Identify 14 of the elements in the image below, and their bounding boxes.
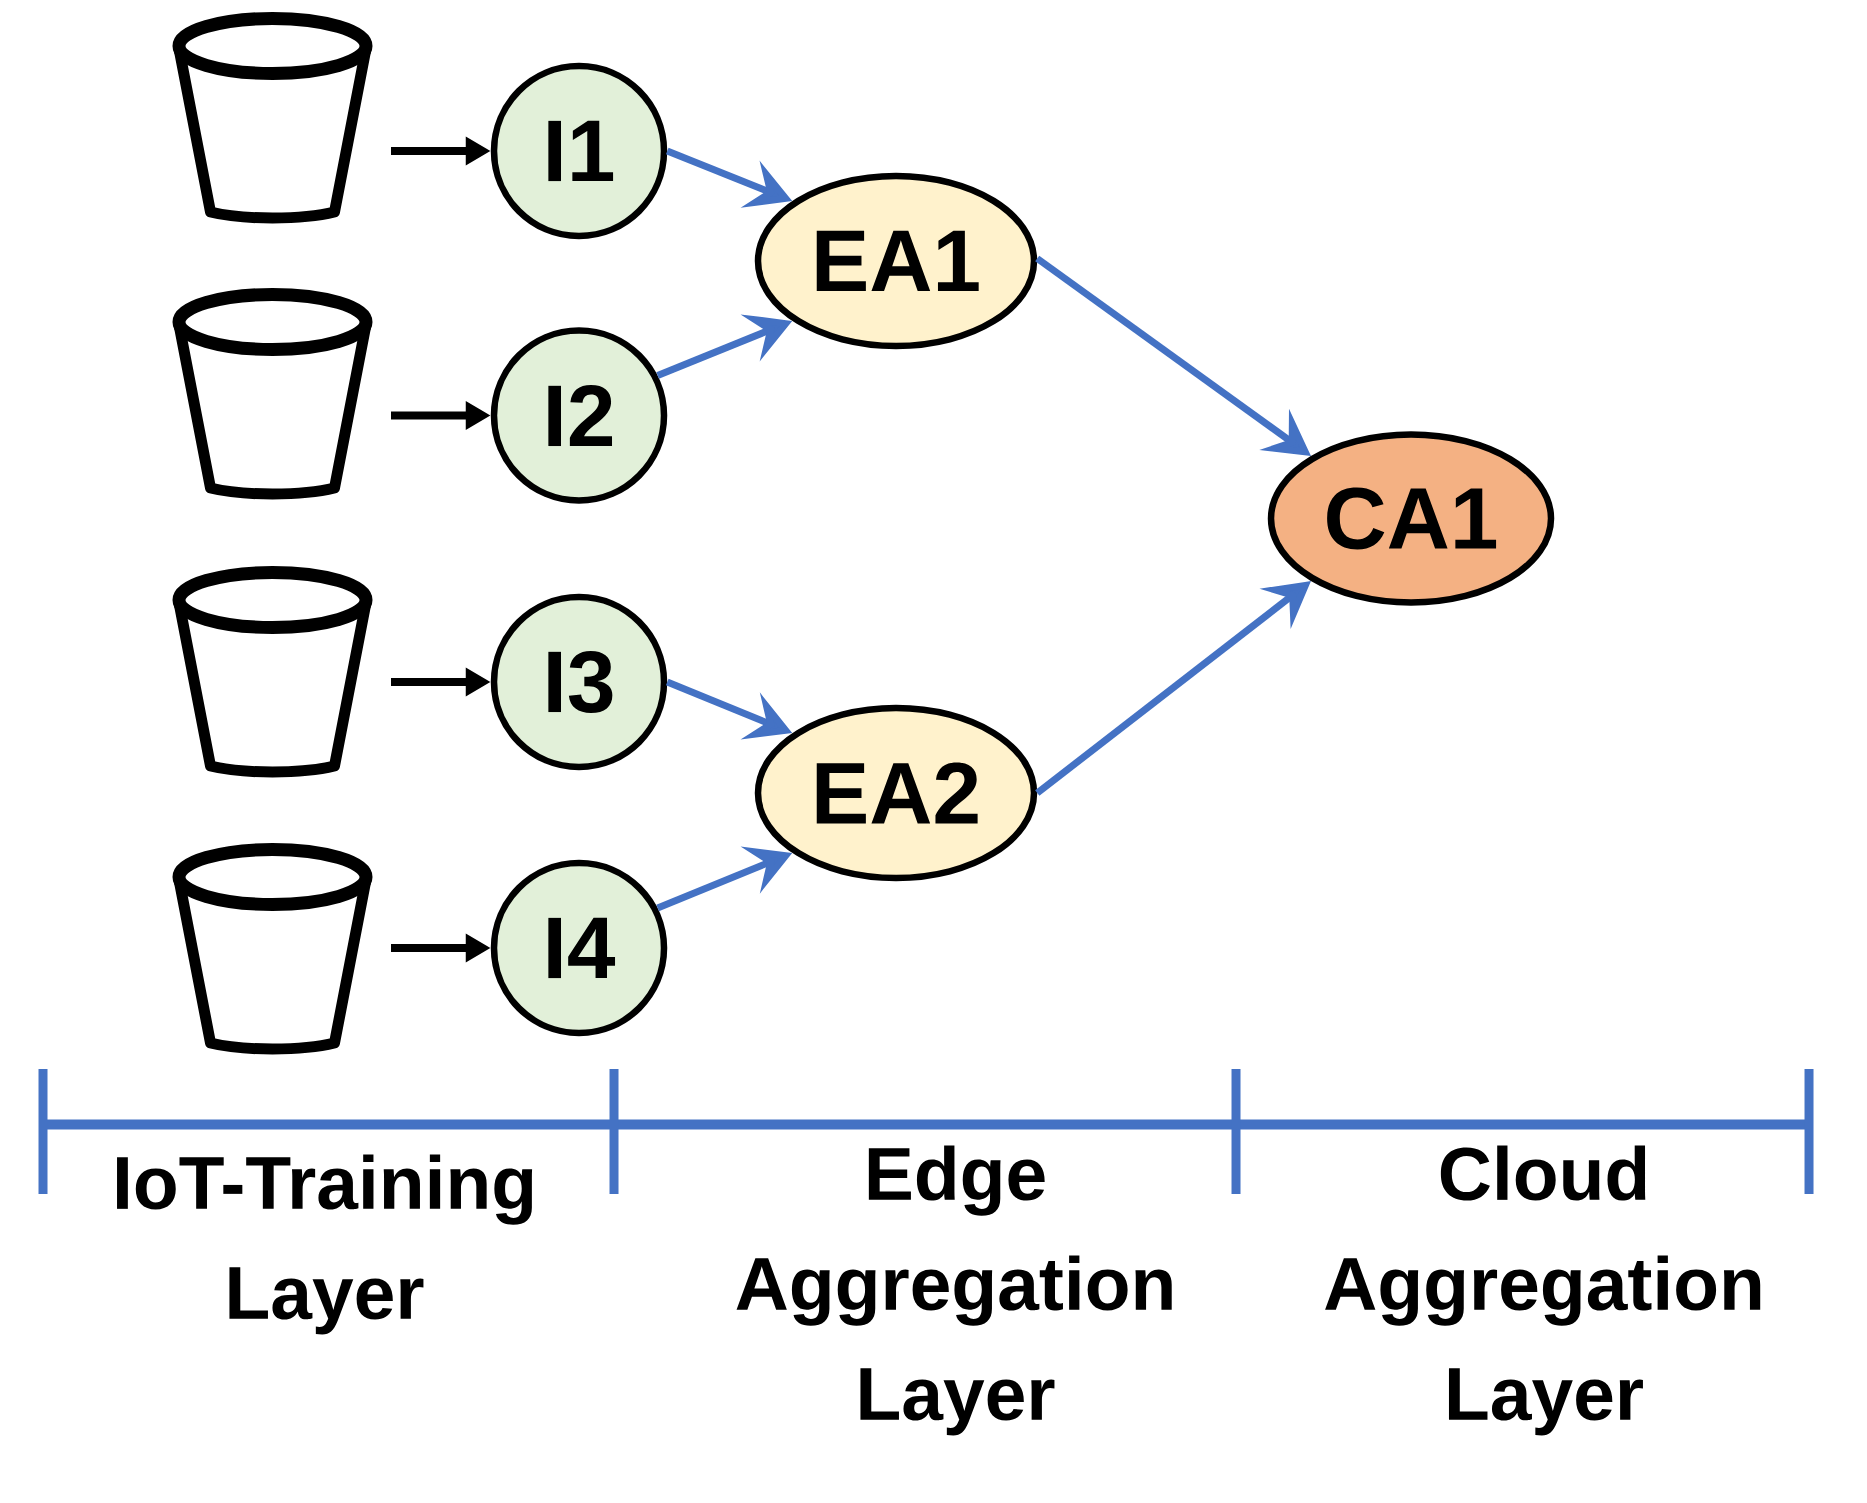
- circle-node: I3: [490, 593, 668, 771]
- ellipse-node: EA1: [754, 172, 1038, 350]
- bucket: [172, 843, 373, 1055]
- circle-node: I4: [490, 859, 668, 1037]
- ellipse-node: CA1: [1267, 431, 1555, 606]
- circle-node: I2: [490, 327, 668, 504]
- ellipse-node: EA2: [754, 704, 1038, 882]
- layer-label: IoT-Training Layer: [117, 1154, 533, 1335]
- bucket: [172, 12, 373, 224]
- layer-label: Cloud Aggregation Layer: [1325, 1145, 1761, 1436]
- circle-node: I1: [490, 62, 668, 240]
- bucket: [172, 566, 373, 778]
- layer-label: Edge Aggregation Layer: [736, 1145, 1172, 1436]
- bucket: [172, 288, 373, 500]
